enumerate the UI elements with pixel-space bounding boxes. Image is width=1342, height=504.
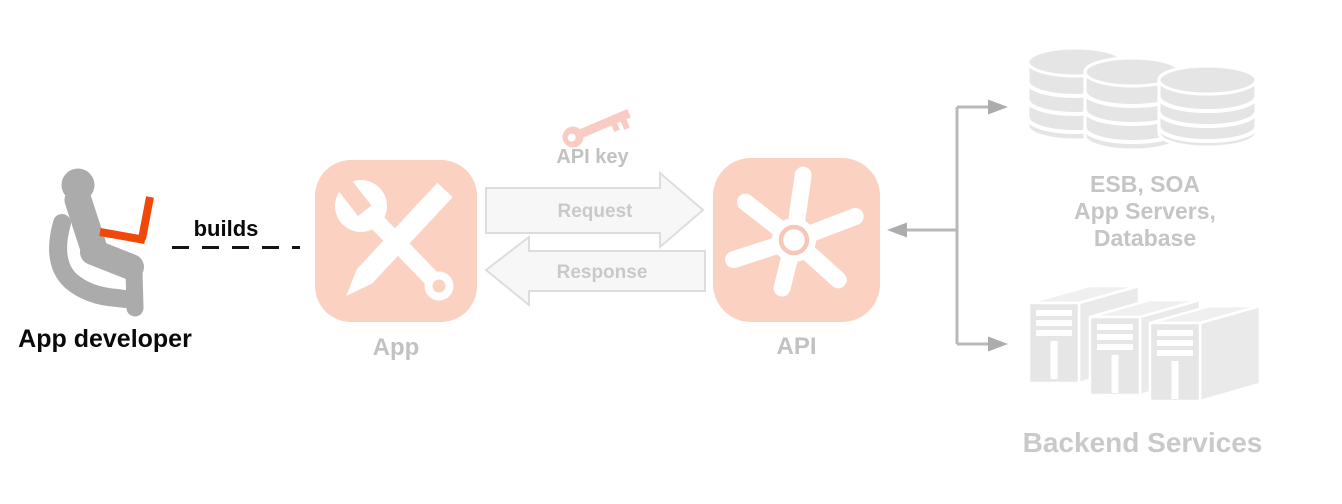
database-cylinder bbox=[1157, 64, 1258, 149]
request-arrow bbox=[485, 170, 705, 250]
esb-soa-label: ESB, SOA App Servers, Database bbox=[1040, 171, 1250, 252]
api-box bbox=[713, 158, 880, 322]
seated-person-icon bbox=[49, 168, 144, 317]
gear-hub-ring bbox=[778, 224, 810, 256]
api-key-label: API key bbox=[556, 146, 629, 168]
builds-dashed-line bbox=[172, 246, 300, 249]
response-label: Response bbox=[557, 262, 648, 283]
arrowhead-to-databases bbox=[988, 99, 1008, 115]
connector-arrows bbox=[887, 99, 1008, 352]
laptop-icon bbox=[99, 196, 154, 244]
app-box bbox=[315, 160, 477, 322]
server-towers-icon bbox=[1027, 284, 1262, 403]
api-gear-icon bbox=[725, 166, 864, 297]
server-tower bbox=[1148, 304, 1262, 403]
app-label: App bbox=[372, 334, 420, 361]
arrowhead-to-servers bbox=[988, 336, 1008, 352]
response-arrow bbox=[484, 234, 706, 308]
wrench-and-pencil-icon bbox=[332, 172, 454, 301]
esb-label-line1: ESB, SOA bbox=[1090, 171, 1200, 197]
esb-label-line2: App Servers, bbox=[1074, 198, 1216, 224]
request-response-arrows: Request Response bbox=[484, 170, 706, 308]
app-developer-label: App developer bbox=[18, 325, 192, 353]
database-stack-icon bbox=[1026, 46, 1258, 152]
database-cylinder bbox=[1083, 56, 1182, 152]
app-developer-icon bbox=[49, 168, 154, 317]
api-key-icon bbox=[562, 109, 631, 148]
request-label: Request bbox=[558, 201, 634, 222]
esb-label-line3: Database bbox=[1093, 225, 1197, 251]
backend-services-label: Backend Services bbox=[1022, 427, 1263, 458]
pencil-icon bbox=[346, 182, 453, 297]
builds-label: builds bbox=[193, 216, 259, 241]
arrowhead-to-api bbox=[887, 222, 907, 238]
wrench-icon bbox=[332, 172, 454, 301]
api-label: API bbox=[776, 333, 817, 360]
